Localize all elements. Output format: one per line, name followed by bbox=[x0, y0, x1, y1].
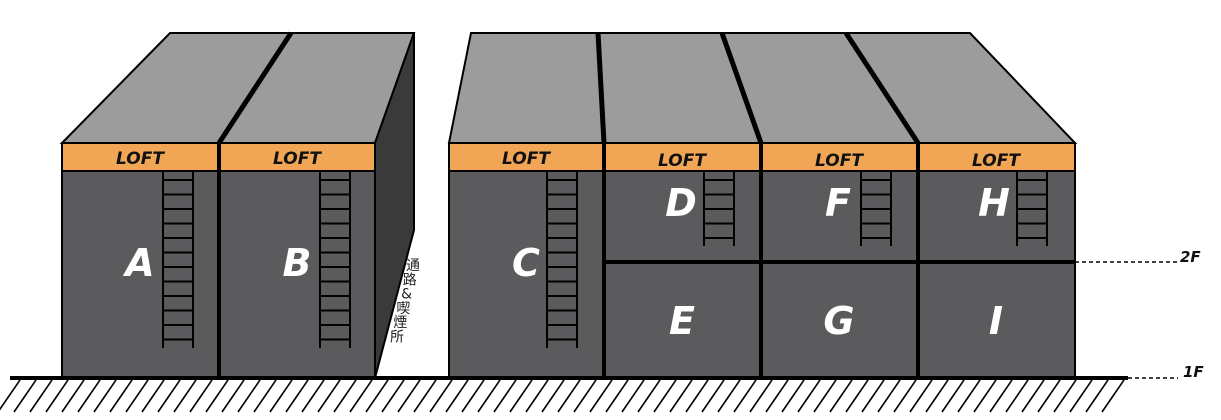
ladder-h bbox=[1016, 172, 1048, 246]
passage-smoking-area-label: 通路&喫煙所 bbox=[390, 258, 420, 346]
unit-h-label: H bbox=[978, 181, 1010, 225]
passage-char: 通 bbox=[406, 258, 420, 274]
second-floor-label: 2F bbox=[1180, 248, 1201, 266]
unit-e-label: E bbox=[669, 299, 695, 343]
ladder-f bbox=[860, 172, 892, 246]
loft-label-f: LOFT bbox=[815, 151, 864, 171]
right-roof bbox=[447, 32, 1078, 144]
ground-hatching bbox=[0, 379, 1125, 413]
unit-b-label: B bbox=[283, 241, 312, 285]
first-floor-label: 1F bbox=[1183, 363, 1204, 381]
passage-char: 煙 bbox=[393, 315, 407, 331]
unit-i-label: I bbox=[989, 299, 1003, 343]
loft-label-b: LOFT bbox=[273, 149, 322, 169]
ladders bbox=[162, 172, 1048, 348]
right-building: LOFT LOFT LOFT LOFT C D F H E G I bbox=[447, 31, 1078, 379]
left-roof-divider bbox=[216, 31, 294, 145]
passage-char: & bbox=[401, 287, 412, 303]
loft-label-h: LOFT bbox=[972, 151, 1021, 171]
passage-char: 喫 bbox=[396, 301, 410, 317]
unit-c-label: C bbox=[512, 241, 540, 285]
unit-g-label: G bbox=[823, 299, 854, 343]
ladder-a bbox=[162, 172, 194, 348]
left-building: LOFT LOFT A B bbox=[59, 31, 416, 379]
right-roof-divider-1 bbox=[595, 32, 607, 144]
ladder-d bbox=[703, 172, 735, 246]
ladder-c bbox=[546, 172, 578, 348]
loft-label-a: LOFT bbox=[116, 149, 165, 169]
unit-f-label: F bbox=[825, 181, 851, 225]
loft-label-c: LOFT bbox=[502, 149, 551, 169]
unit-d-label: D bbox=[665, 181, 697, 225]
right-roof-divider-3 bbox=[843, 31, 921, 145]
loft-label-d: LOFT bbox=[658, 151, 707, 171]
left-roof bbox=[59, 32, 416, 144]
unit-a-label: A bbox=[122, 241, 154, 285]
unit-i-wall bbox=[917, 261, 1076, 379]
passage-char: 路 bbox=[403, 272, 417, 288]
ladder-b bbox=[319, 172, 351, 348]
right-roof-divider-2 bbox=[719, 32, 764, 144]
passage-char: 所 bbox=[390, 330, 404, 346]
